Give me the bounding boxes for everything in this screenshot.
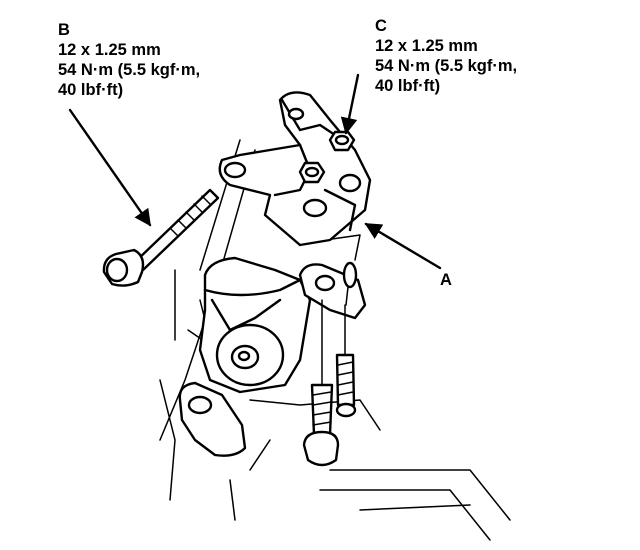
upper-bracket-a xyxy=(218,91,372,247)
leader-arrow-c xyxy=(340,73,360,135)
stud-bolt-left xyxy=(302,299,340,467)
callout-c-size: 12 x 1.25 mm xyxy=(375,37,478,55)
callout-b-letter: B xyxy=(58,21,70,39)
bracket-nut-c-2 xyxy=(298,161,326,184)
mount-lower-foot xyxy=(178,381,247,457)
lift-eye xyxy=(342,261,358,306)
callout-b-torque-line2: 40 lbf·ft) xyxy=(58,81,124,99)
callout-b: B 12 x 1.25 mm 54 N·m (5.5 kgf·m, 40 lbf… xyxy=(58,20,200,100)
engine-mount-body xyxy=(198,256,312,394)
bracket-nut-c-1 xyxy=(328,130,356,152)
callout-b-size: 12 x 1.25 mm xyxy=(58,41,161,59)
callout-c-letter: C xyxy=(375,17,387,35)
leader-arrow-a xyxy=(364,222,442,270)
through-bolt-b xyxy=(102,188,220,287)
callout-c-torque-line2: 40 lbf·ft) xyxy=(375,77,441,95)
stud-bolt-right xyxy=(335,304,357,418)
callout-c: C 12 x 1.25 mm 54 N·m (5.5 kgf·m, 40 lbf… xyxy=(375,16,517,96)
leader-arrow-b xyxy=(68,108,152,227)
callout-a-letter: A xyxy=(440,271,452,289)
callout-c-torque-line1: 54 N·m (5.5 kgf·m, xyxy=(375,57,518,75)
callout-b-torque-line1: 54 N·m (5.5 kgf·m, xyxy=(58,61,201,79)
